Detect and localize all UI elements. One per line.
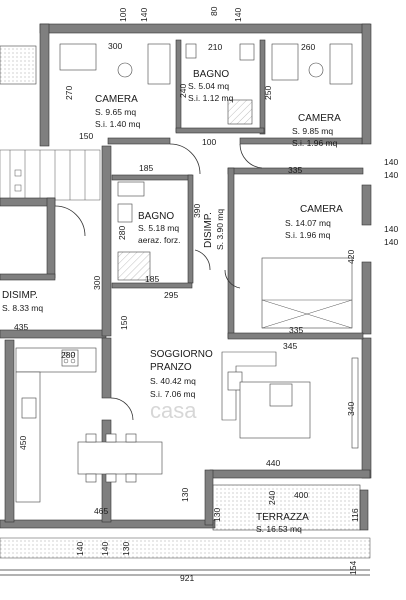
svg-text:150: 150 xyxy=(79,131,93,141)
svg-text:S.i. 1.96 mq: S.i. 1.96 mq xyxy=(292,138,338,148)
svg-text:300: 300 xyxy=(108,41,122,51)
dimension-labels: 100 140 80 140 300 210 260 270 240 250 1… xyxy=(14,6,398,583)
svg-text:921: 921 xyxy=(180,573,194,583)
svg-text:130: 130 xyxy=(121,542,131,556)
door-swings xyxy=(54,143,263,421)
bed-right xyxy=(271,43,353,85)
svg-text:400: 400 xyxy=(294,490,308,500)
svg-text:300: 300 xyxy=(92,276,102,290)
svg-text:S.i. 1.12 mq: S.i. 1.12 mq xyxy=(188,93,234,103)
room-label-bagno-top: BAGNO S. 5.04 mq S.i. 1.12 mq xyxy=(188,69,234,103)
kitchen xyxy=(15,347,97,503)
sofa xyxy=(221,351,359,449)
svg-text:440: 440 xyxy=(266,458,280,468)
svg-text:280: 280 xyxy=(117,226,127,240)
svg-text:150: 150 xyxy=(119,316,129,330)
bed-left xyxy=(59,43,171,85)
svg-text:240: 240 xyxy=(178,84,188,98)
svg-text:S. 3.90 mq: S. 3.90 mq xyxy=(215,209,225,250)
svg-text:TERRAZZA: TERRAZZA xyxy=(256,512,309,523)
room-label-camera-right: CAMERA S. 9.85 mq S.i. 1.96 mq xyxy=(292,113,341,148)
svg-text:335: 335 xyxy=(288,165,302,175)
svg-text:S. 5.04 mq: S. 5.04 mq xyxy=(188,81,229,91)
svg-text:BAGNO: BAGNO xyxy=(193,69,229,80)
svg-text:100: 100 xyxy=(118,8,128,22)
svg-text:SOGGIORNO: SOGGIORNO xyxy=(150,349,213,360)
bathroom-mid-fixtures xyxy=(117,181,151,281)
balcony-bottom xyxy=(0,537,371,559)
svg-text:S.i. 1.96 mq: S.i. 1.96 mq xyxy=(285,230,331,240)
svg-text:185: 185 xyxy=(139,163,153,173)
svg-text:340: 340 xyxy=(346,402,356,416)
svg-text:260: 260 xyxy=(301,42,315,52)
svg-text:BAGNO: BAGNO xyxy=(138,211,174,222)
svg-text:240: 240 xyxy=(267,491,277,505)
svg-text:185: 185 xyxy=(145,274,159,284)
svg-text:S. 9.65 mq: S. 9.65 mq xyxy=(95,107,136,117)
svg-text:S. 8.33 mq: S. 8.33 mq xyxy=(2,303,43,313)
svg-text:140: 140 xyxy=(384,237,398,247)
staircase xyxy=(0,149,101,281)
svg-text:435: 435 xyxy=(14,322,28,332)
room-label-terrazza: TERRAZZA S. 16.53 mq xyxy=(256,512,309,534)
svg-text:S.i. 7.06 mq: S.i. 7.06 mq xyxy=(150,389,196,399)
stair-markers xyxy=(14,169,22,192)
svg-text:140: 140 xyxy=(384,157,398,167)
balcony-top-left xyxy=(0,45,37,85)
svg-text:270: 270 xyxy=(64,86,74,100)
svg-text:390: 390 xyxy=(192,204,202,218)
svg-text:140: 140 xyxy=(233,8,243,22)
svg-text:aeraz. forz.: aeraz. forz. xyxy=(138,235,181,245)
svg-text:140: 140 xyxy=(384,224,398,234)
svg-text:80: 80 xyxy=(209,6,219,16)
svg-text:140: 140 xyxy=(384,170,398,180)
svg-text:S. 14.07 mq: S. 14.07 mq xyxy=(285,218,331,228)
svg-text:S. 16.53 mq: S. 16.53 mq xyxy=(256,524,302,534)
room-label-camera-mid: CAMERA S. 14.07 mq S.i. 1.96 mq xyxy=(285,204,343,240)
dining-table xyxy=(77,433,163,483)
room-label-disimp-left: DISIMP. S. 8.33 mq xyxy=(2,290,43,313)
room-label-camera-left: CAMERA S. 9.65 mq S.i. 1.40 mq xyxy=(95,94,141,129)
bathroom-top-fixtures xyxy=(185,43,255,125)
svg-text:CAMERA: CAMERA xyxy=(298,113,341,124)
svg-text:420: 420 xyxy=(346,250,356,264)
room-label-bagno-mid: BAGNO S. 5.18 mq aeraz. forz. xyxy=(138,211,181,245)
svg-text:CAMERA: CAMERA xyxy=(95,94,138,105)
svg-text:335: 335 xyxy=(289,325,303,335)
svg-text:345: 345 xyxy=(283,341,297,351)
svg-text:140: 140 xyxy=(139,8,149,22)
svg-text:140: 140 xyxy=(100,542,110,556)
svg-text:280: 280 xyxy=(61,350,75,360)
svg-text:130: 130 xyxy=(212,508,222,522)
room-label-soggiorno: SOGGIORNO PRANZO S. 40.42 mq S.i. 7.06 m… xyxy=(150,349,213,399)
double-bed xyxy=(261,257,353,329)
svg-text:PRANZO: PRANZO xyxy=(150,362,192,373)
svg-text:250: 250 xyxy=(263,86,273,100)
svg-text:450: 450 xyxy=(18,436,28,450)
svg-text:DISIMP.: DISIMP. xyxy=(2,290,38,301)
svg-text:210: 210 xyxy=(208,42,222,52)
svg-text:DISIMP.: DISIMP. xyxy=(203,212,214,248)
svg-text:154: 154 xyxy=(348,561,358,575)
svg-text:S. 40.42 mq: S. 40.42 mq xyxy=(150,376,196,386)
svg-text:295: 295 xyxy=(164,290,178,300)
svg-text:CAMERA: CAMERA xyxy=(300,204,343,215)
room-label-disimp-center: DISIMP. S. 3.90 mq xyxy=(203,209,225,250)
svg-text:S. 9.85 mq: S. 9.85 mq xyxy=(292,126,333,136)
svg-text:465: 465 xyxy=(94,506,108,516)
svg-text:S. 5.18 mq: S. 5.18 mq xyxy=(138,223,179,233)
svg-text:130: 130 xyxy=(180,488,190,502)
terrace-floor xyxy=(212,484,361,531)
svg-text:140: 140 xyxy=(75,542,85,556)
svg-text:116: 116 xyxy=(350,508,360,522)
watermark: casa xyxy=(150,398,197,423)
svg-text:100: 100 xyxy=(202,137,216,147)
svg-text:S.i. 1.40 mq: S.i. 1.40 mq xyxy=(95,119,141,129)
